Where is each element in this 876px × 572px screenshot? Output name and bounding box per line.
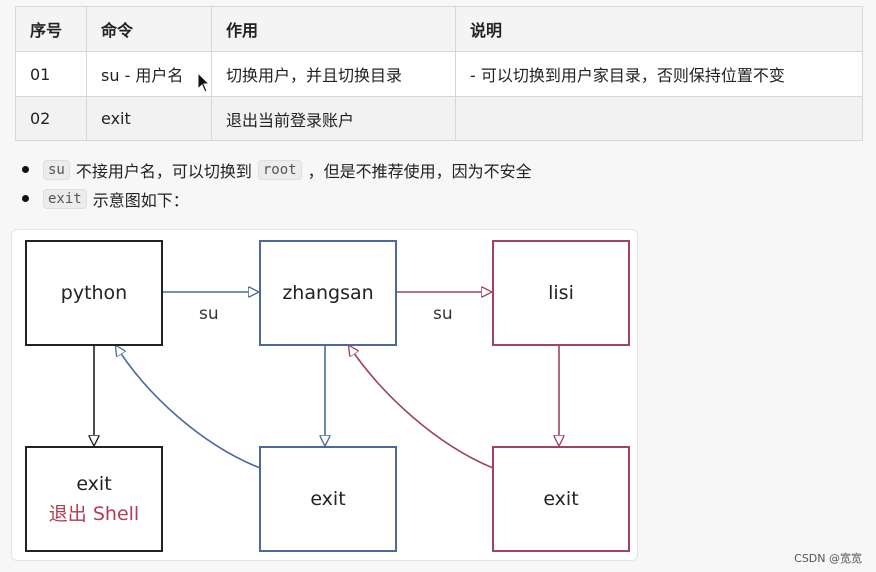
node-zhangsan: zhangsan bbox=[259, 240, 397, 346]
arrow-exit-back-python bbox=[116, 346, 261, 469]
node-exit-zhangsan: exit bbox=[259, 446, 397, 552]
table-cell: exit bbox=[86, 96, 212, 141]
mouse-cursor-icon bbox=[197, 72, 211, 93]
table-header-row: 序号 命令 作用 说明 bbox=[15, 6, 863, 52]
inline-code: su bbox=[43, 159, 70, 180]
diagram-arrows bbox=[12, 230, 637, 469]
edge-label-su: su bbox=[433, 304, 453, 324]
inline-code: root bbox=[257, 159, 302, 180]
table-cell bbox=[455, 96, 863, 141]
table-row: 02 exit 退出当前登录账户 bbox=[15, 96, 863, 141]
table-cell: 01 bbox=[15, 51, 87, 97]
node-label: zhangsan bbox=[282, 282, 374, 304]
command-table: 序号 命令 作用 说明 01 su - 用户名 切换用户，并且切换目录 - 可以… bbox=[15, 6, 863, 141]
list-item: exit 示意图如下： bbox=[18, 184, 532, 213]
table-cell: su - 用户名 bbox=[86, 51, 212, 97]
inline-code: exit bbox=[43, 188, 87, 209]
bullet-list: su 不接用户名，可以切换到 root ，但是不推荐使用，因为不安全 exit … bbox=[18, 155, 532, 213]
node-label: exit bbox=[543, 488, 579, 510]
node-label: exit bbox=[310, 488, 346, 510]
bullet-dot bbox=[22, 166, 29, 173]
bullet-dot bbox=[22, 195, 29, 202]
list-item: su 不接用户名，可以切换到 root ，但是不推荐使用，因为不安全 bbox=[18, 155, 532, 184]
bullet-text: ，但是不推荐使用，因为不安全 bbox=[307, 161, 532, 181]
header-purpose: 作用 bbox=[211, 6, 456, 52]
table-cell: 退出当前登录账户 bbox=[211, 96, 456, 141]
node-label: lisi bbox=[548, 282, 574, 304]
node-sublabel: 退出 Shell bbox=[48, 502, 140, 525]
table-row: 01 su - 用户名 切换用户，并且切换目录 - 可以切换到用户家目录，否则保… bbox=[15, 51, 863, 97]
table-cell: - 可以切换到用户家目录，否则保持位置不变 bbox=[455, 51, 863, 97]
node-label: exit bbox=[76, 472, 112, 495]
bullet-text: 示意图如下： bbox=[92, 190, 189, 210]
table-cell: 切换用户，并且切换目录 bbox=[211, 51, 456, 97]
node-python: python bbox=[25, 240, 163, 346]
header-command: 命令 bbox=[86, 6, 212, 52]
node-exit-shell: exit 退出 Shell bbox=[25, 446, 163, 552]
user-switch-diagram: python zhangsan lisi exit 退出 Shell exit … bbox=[11, 229, 638, 561]
header-description: 说明 bbox=[455, 6, 863, 52]
arrow-exit-back-zhangsan bbox=[349, 346, 494, 469]
header-index: 序号 bbox=[15, 6, 87, 52]
node-lisi: lisi bbox=[492, 240, 630, 346]
edge-label-su: su bbox=[199, 304, 219, 324]
node-exit-lisi: exit bbox=[492, 446, 630, 552]
node-label: python bbox=[60, 282, 128, 304]
table-cell: 02 bbox=[15, 96, 87, 141]
watermark: CSDN @宽宽 bbox=[794, 552, 862, 565]
bullet-text: 不接用户名，可以切换到 bbox=[75, 161, 252, 181]
